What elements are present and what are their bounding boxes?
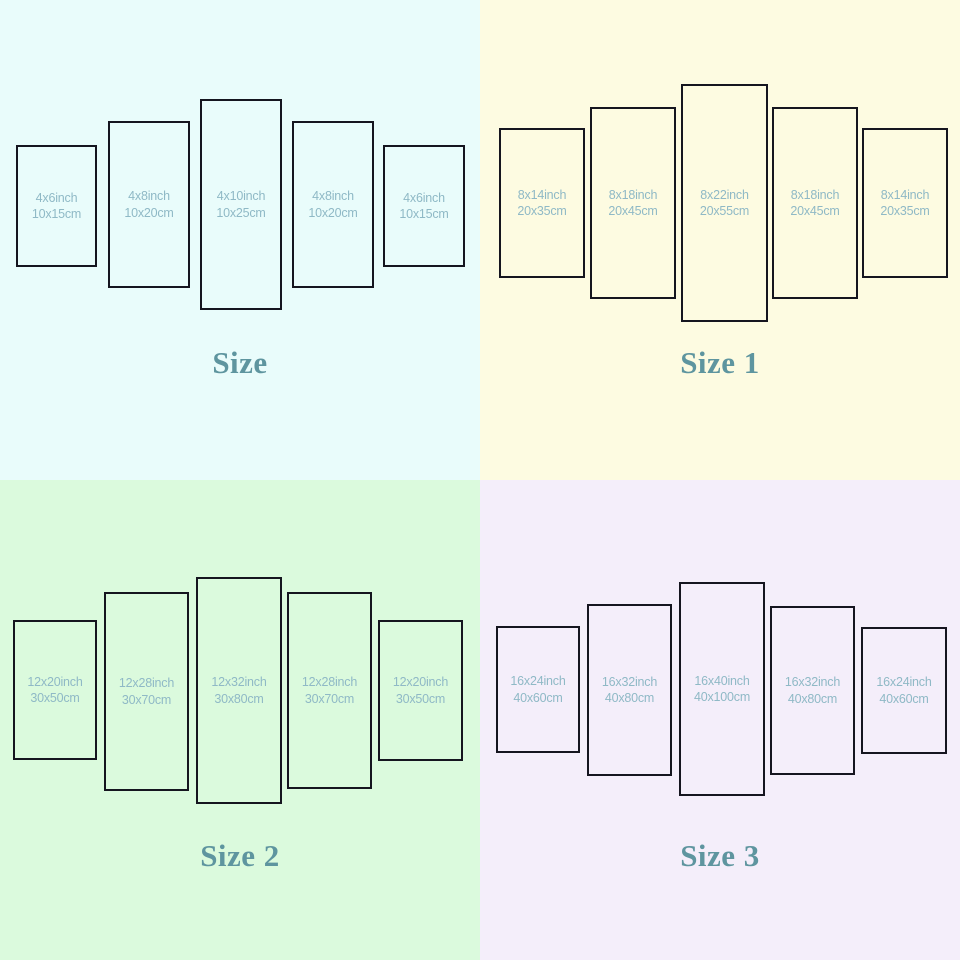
panel-size-cm: 10x20cm [124,205,174,220]
panel-size-cm: 10x20cm [308,205,358,220]
panel-size-label: 16x24inch 40x60cm [510,673,565,706]
panel-size-label: 8x18inch 20x45cm [790,187,840,220]
panel-size-label: 4x10inch 10x25cm [216,188,266,221]
panel-size-label: 8x22inch 20x55cm [699,187,750,220]
panel-size-label: 16x32inch 40x80cm [602,674,657,707]
panel-size-label: 4x6inch 10x15cm [31,190,82,223]
panel-size-cm: 30x80cm [214,691,264,706]
canvas-panel-3[interactable]: 12x32inch 30x80cm [196,577,282,804]
panel-size-cm: 40x80cm [787,691,838,706]
canvas-panel-5[interactable]: 4x6inch 10x15cm [383,145,465,267]
canvas-panel-3[interactable]: 16x40inch 40x100cm [679,582,765,796]
panel-size-label: 4x8inch 10x20cm [124,188,174,221]
canvas-panel-2[interactable]: 8x18inch 20x45cm [590,107,676,299]
canvas-panel-4[interactable]: 16x32inch 40x80cm [770,606,855,775]
panel-size-label: 8x14inch 20x35cm [880,187,930,220]
canvas-panel-1[interactable]: 12x20inch 30x50cm [13,620,97,760]
panel-size-cm: 30x50cm [395,691,446,706]
panel-size-label: 12x20inch 30x50cm [27,674,82,707]
canvas-panel-2[interactable]: 12x28inch 30x70cm [104,592,189,791]
panel-size-inch: 16x24inch [510,674,566,688]
panel-size-inch: 4x6inch [403,190,445,205]
panel-size-label: 12x28inch 30x70cm [302,674,357,707]
size-group-size-2: 12x20inch 30x50cm 12x28inch 30x70cm 12x32inc… [0,480,480,960]
panel-size-inch: 12x32inch [211,675,267,689]
canvas-panel-5[interactable]: 8x14inch 20x35cm [862,128,948,278]
panel-group: 8x14inch 20x35cm 8x18inch 20x45cm 8x22inch 20… [480,0,960,480]
panel-group: 16x24inch 40x60cm 16x32inch 40x80cm 16x40inc… [480,480,960,960]
panel-size-inch: 12x28inch [301,675,358,689]
panel-size-label: 16x24inch 40x60cm [876,674,931,707]
group-title: Size [212,345,268,380]
panel-size-label: 12x28inch 30x70cm [119,675,174,708]
size-group-size-3: 16x24inch 40x60cm 16x32inch 40x80cm 16x40inc… [480,480,960,960]
panel-size-inch: 4x10inch [216,189,266,203]
panel-group: 12x20inch 30x50cm 12x28inch 30x70cm 12x32inc… [0,480,480,960]
panel-size-inch: 12x28inch [118,676,175,690]
panel-size-cm: 40x100cm [693,690,751,704]
panel-size-inch: 8x18inch [608,187,658,202]
panel-size-label: 16x40inch 40x100cm [694,673,750,706]
group-title: Size 1 [680,345,760,380]
size-group-size-1: 8x14inch 20x35cm 8x18inch 20x45cm 8x22inch 20… [480,0,960,480]
panel-size-label: 12x32inch 30x80cm [211,674,266,707]
canvas-panel-4[interactable]: 8x18inch 20x45cm [772,107,858,299]
canvas-panel-3[interactable]: 4x10inch 10x25cm [200,99,282,310]
canvas-panel-3[interactable]: 8x22inch 20x55cm [681,84,768,322]
panel-size-label: 8x14inch 20x35cm [517,187,567,220]
panel-size-cm: 40x60cm [513,690,563,705]
panel-size-inch: 16x24inch [876,675,932,689]
panel-size-inch: 16x40inch [694,673,750,688]
panel-size-cm: 40x80cm [604,691,655,705]
canvas-panel-1[interactable]: 8x14inch 20x35cm [499,128,585,278]
panel-size-cm: 10x25cm [216,205,266,220]
panel-size-inch: 4x8inch [312,189,354,203]
panel-size-inch: 12x20inch [392,675,449,689]
canvas-panel-2[interactable]: 16x32inch 40x80cm [587,604,672,776]
panel-size-label: 4x8inch 10x20cm [308,188,358,221]
panel-size-label: 4x6inch 10x15cm [399,190,449,223]
panel-size-cm: 20x35cm [880,204,930,218]
group-title: Size 3 [680,838,760,873]
panel-size-label: 16x32inch 40x80cm [785,674,840,707]
panel-size-cm: 20x45cm [790,204,840,218]
panel-size-inch: 8x18inch [790,187,840,202]
panel-size-cm: 20x35cm [517,204,567,218]
panel-size-inch: 4x8inch [128,189,170,203]
canvas-panel-5[interactable]: 12x20inch 30x50cm [378,620,463,761]
canvas-panel-1[interactable]: 16x24inch 40x60cm [496,626,580,753]
panel-group: 4x6inch 10x15cm 4x8inch 10x20cm 4x10inch 10x2… [0,0,480,480]
panel-size-inch: 16x32inch [601,674,658,689]
panel-size-cm: 40x60cm [879,691,929,706]
canvas-panel-4[interactable]: 12x28inch 30x70cm [287,592,372,789]
panel-size-label: 12x20inch 30x50cm [393,674,448,707]
panel-size-cm: 30x70cm [121,692,172,707]
panel-size-cm: 10x15cm [31,207,82,221]
panel-size-cm: 20x55cm [699,204,750,218]
panel-size-cm: 20x45cm [608,204,658,218]
panel-size-inch: 8x14inch [517,187,567,202]
canvas-panel-4[interactable]: 4x8inch 10x20cm [292,121,374,288]
panel-size-inch: 12x20inch [27,674,83,689]
panel-size-cm: 30x70cm [304,691,355,706]
panel-size-inch: 4x6inch [35,190,78,205]
panel-size-inch: 16x32inch [784,675,841,689]
canvas-panel-2[interactable]: 4x8inch 10x20cm [108,121,190,288]
size-group-size: 4x6inch 10x15cm 4x8inch 10x20cm 4x10inch 10x2… [0,0,480,480]
panel-size-inch: 8x22inch [700,187,749,202]
panel-size-cm: 10x15cm [399,207,449,221]
panel-size-inch: 8x14inch [880,187,930,202]
group-title: Size 2 [200,838,280,873]
canvas-panel-1[interactable]: 4x6inch 10x15cm [16,145,97,267]
canvas-panel-5[interactable]: 16x24inch 40x60cm [861,627,947,754]
panel-size-label: 8x18inch 20x45cm [608,187,658,220]
panel-size-cm: 30x50cm [30,691,80,705]
